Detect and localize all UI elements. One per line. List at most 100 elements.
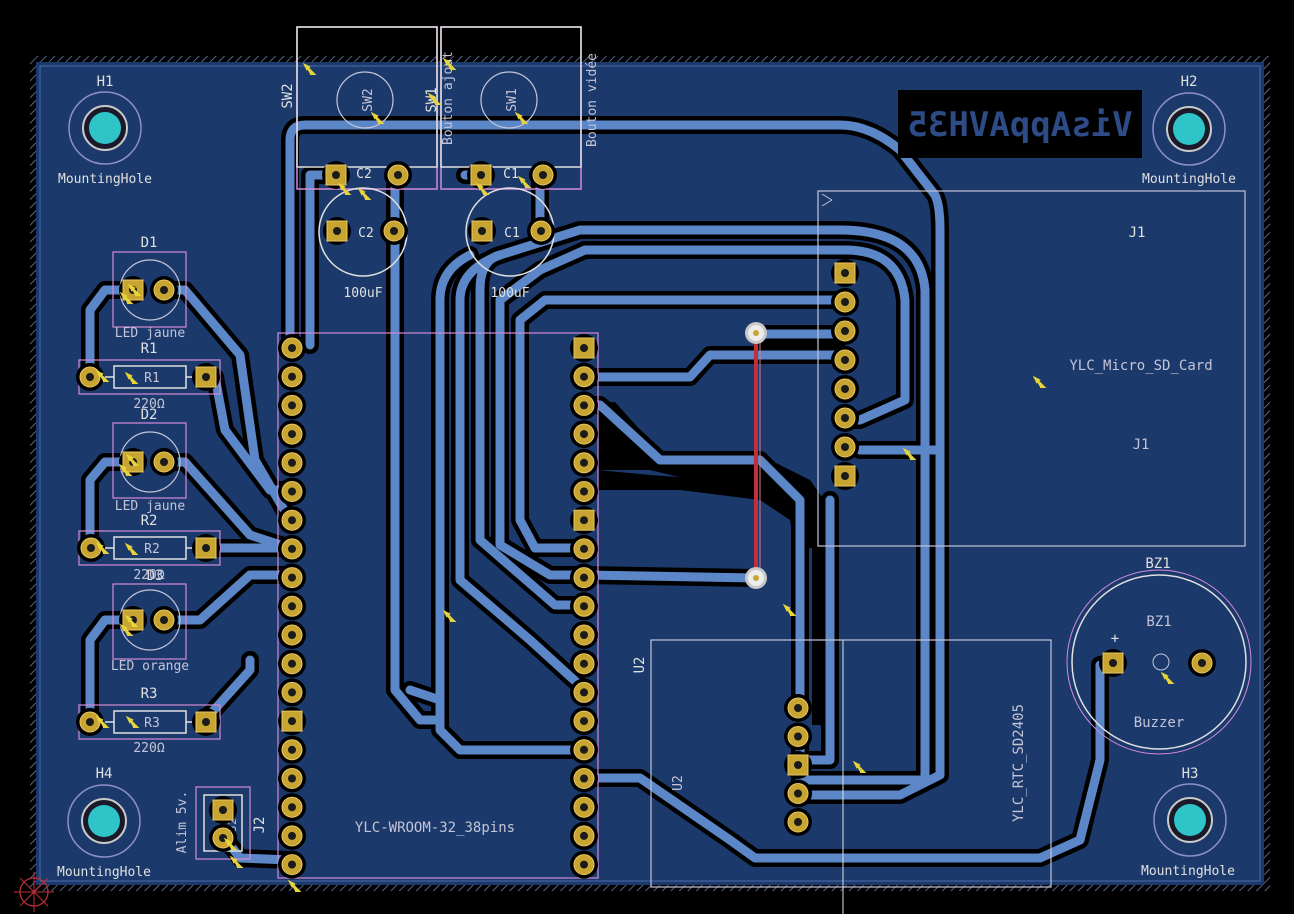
- esp32-left-pin[interactable]: [278, 334, 306, 362]
- copper-track[interactable]: [160, 570, 295, 625]
- copper-track[interactable]: [435, 250, 590, 755]
- esp32-right-pin[interactable]: [570, 764, 598, 793]
- r3-pad-1[interactable]: [76, 708, 104, 736]
- esp32-right-pin[interactable]: [570, 334, 598, 362]
- copper-track[interactable]: [285, 120, 945, 455]
- rtc-pin[interactable]: [784, 808, 812, 836]
- c2-pad-3[interactable]: [323, 217, 351, 245]
- esp32-right-pin[interactable]: [570, 391, 598, 420]
- rtc-pin[interactable]: [784, 751, 812, 779]
- d1-pad-k[interactable]: [150, 276, 178, 304]
- r2-pad-1[interactable]: [77, 534, 105, 562]
- r2-pad-2[interactable]: [192, 534, 220, 562]
- copper-track[interactable]: [455, 250, 590, 695]
- esp32-left-pin[interactable]: [278, 735, 306, 764]
- copper-track[interactable]: [475, 225, 930, 785]
- esp32-left-pin[interactable]: [278, 821, 306, 850]
- esp32-right-pin[interactable]: [570, 506, 598, 535]
- esp32-right-pin[interactable]: [570, 621, 598, 649]
- mounting-hole-h3[interactable]: H3 MountingHole: [1141, 766, 1235, 879]
- esp32-right-pin[interactable]: [570, 420, 598, 449]
- esp32-right-pin[interactable]: [570, 821, 598, 850]
- esp32-left-pin[interactable]: [278, 649, 306, 678]
- sdcard-pin[interactable]: [831, 462, 859, 490]
- sdcard-pin[interactable]: [831, 404, 859, 432]
- esp32-right-pin[interactable]: [570, 448, 598, 477]
- esp32-right-pin[interactable]: [570, 592, 598, 621]
- esp32-right-pin[interactable]: [570, 678, 598, 707]
- esp32-right-pin[interactable]: [570, 534, 598, 563]
- esp32-right-pin[interactable]: [570, 649, 598, 678]
- sdcard-pin[interactable]: [831, 288, 859, 316]
- copper-track[interactable]: [200, 655, 255, 725]
- esp32-right-pin[interactable]: [570, 793, 598, 822]
- rtc-module[interactable]: U2 YLC_RTC_SD2405 U2: [632, 639, 1052, 888]
- copper-track[interactable]: [495, 245, 910, 580]
- copper-track[interactable]: [515, 295, 850, 553]
- switch-sw1[interactable]: SW1 SW1 Bouton vidée: [424, 26, 600, 190]
- sdcard-pin[interactable]: [831, 433, 859, 461]
- rtc-pin[interactable]: [784, 722, 812, 751]
- mounting-hole-h4[interactable]: H4 MountingHole: [57, 766, 151, 880]
- c2-pad-1[interactable]: [322, 161, 350, 189]
- esp32-left-pin[interactable]: [278, 506, 306, 535]
- esp32-right-pin[interactable]: [570, 477, 598, 506]
- sdcard-pin[interactable]: [831, 346, 859, 374]
- c1-pad-1[interactable]: [467, 161, 495, 189]
- c1-pad-3[interactable]: [468, 217, 496, 245]
- esp32-right-pin[interactable]: [570, 563, 598, 592]
- esp32-left-pin[interactable]: [278, 764, 306, 793]
- r3-pad-2[interactable]: [192, 708, 220, 736]
- esp32-left-pin[interactable]: [278, 391, 306, 420]
- rtc-pin[interactable]: [784, 694, 812, 722]
- esp32-left-pin[interactable]: [278, 477, 306, 506]
- bz1-pad-plus[interactable]: [1099, 649, 1127, 677]
- j2-pad-1[interactable]: [209, 796, 237, 824]
- capacitor-c1[interactable]: C1 100uF C1: [465, 167, 555, 301]
- copper-track[interactable]: [580, 350, 850, 382]
- sdcard-module[interactable]: J1 YLC_Micro_SD_Card J1: [817, 190, 1246, 547]
- led-d2[interactable]: D2 LED jaune: [112, 407, 187, 514]
- mirrored-title-block[interactable]: VisAppAVH35: [898, 90, 1142, 158]
- sdcard-pin[interactable]: [831, 317, 859, 345]
- copper-track[interactable]: [795, 445, 945, 800]
- r1-pad-1[interactable]: [76, 363, 104, 391]
- esp32-right-pin[interactable]: [570, 850, 598, 879]
- d3-pad-k[interactable]: [150, 606, 178, 634]
- mounting-hole-h2[interactable]: H2 MountingHole: [1142, 74, 1236, 187]
- sdcard-pin[interactable]: [831, 375, 859, 403]
- c1-pad-2[interactable]: [529, 161, 557, 189]
- sdcard-pin[interactable]: [831, 259, 859, 287]
- esp32-right-pin[interactable]: [570, 362, 598, 391]
- rtc-pin[interactable]: [784, 779, 812, 808]
- esp32-left-pin[interactable]: [278, 850, 306, 879]
- via-top[interactable]: [745, 322, 767, 344]
- bz1-pad-minus[interactable]: [1188, 649, 1216, 677]
- switch-sw2[interactable]: SW2 SW2 Bouton ajout: [280, 26, 456, 190]
- esp32-left-pin[interactable]: [278, 448, 306, 477]
- mounting-hole-h1[interactable]: H1 MountingHole: [58, 74, 152, 187]
- esp32-left-pin[interactable]: [278, 707, 306, 736]
- esp32-right-pin[interactable]: [570, 735, 598, 764]
- d2-pad-k[interactable]: [150, 448, 178, 476]
- buzzer-bz1[interactable]: BZ1 BZ1 Buzzer +: [1066, 556, 1252, 755]
- esp32-left-pin[interactable]: [278, 621, 306, 649]
- esp32-right-pin[interactable]: [570, 707, 598, 736]
- esp32-left-pin[interactable]: [278, 420, 306, 449]
- copper-track[interactable]: [580, 660, 1118, 863]
- esp32-left-pin[interactable]: [278, 592, 306, 621]
- c2-pad-4[interactable]: [380, 217, 408, 245]
- esp32-left-pin[interactable]: [278, 563, 306, 592]
- esp32-left-pin[interactable]: [278, 534, 306, 563]
- r1-pad-2[interactable]: [192, 363, 220, 391]
- esp32-left-pin[interactable]: [278, 362, 306, 391]
- c1-pad-4[interactable]: [527, 217, 555, 245]
- esp32-left-pin[interactable]: [278, 793, 306, 822]
- esp32-left-pin[interactable]: [278, 678, 306, 707]
- via-bottom[interactable]: [745, 567, 767, 589]
- esp32-module[interactable]: YLC-WROOM-32_38pins: [277, 332, 599, 879]
- led-d1[interactable]: D1 LED jaune: [112, 235, 187, 341]
- copper-track[interactable]: [390, 170, 445, 725]
- copper-track[interactable]: [580, 570, 761, 583]
